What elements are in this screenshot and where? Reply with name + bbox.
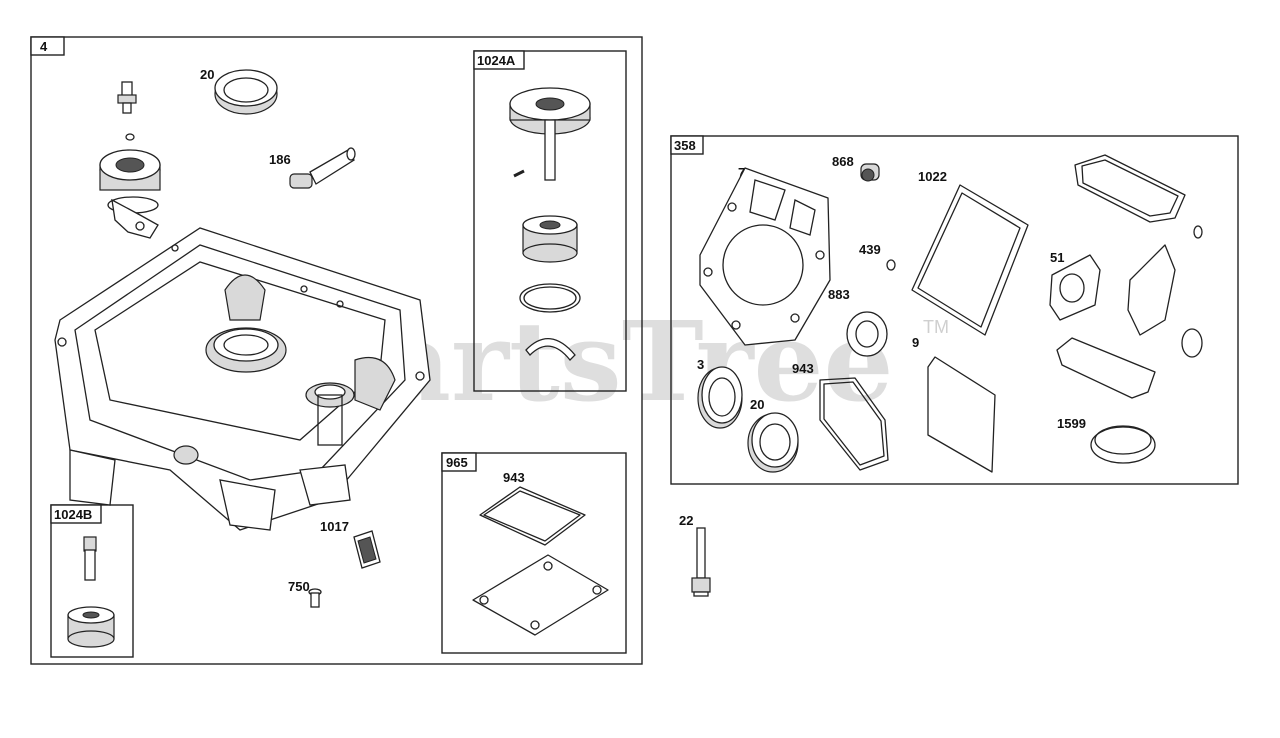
group-358-box: 358 [670,135,1239,485]
callout-1017: 1017 [320,519,349,534]
gasket-51-part [1049,254,1101,321]
gear-housing-part [99,149,161,239]
intake-gasket-part [1127,244,1176,336]
oring-439-part [886,259,896,271]
trademark-symbol: TM [923,317,949,337]
callout-883: 883 [828,287,850,302]
bolt-22-part [691,527,711,597]
head-gasket-7-part [699,167,831,346]
pump-rotor-1024a-part [522,215,578,263]
group-965-label: 965 [446,455,468,470]
dipstick-tube-186-part [289,147,356,189]
group-1024b-label: 1024B [54,507,92,522]
group-1024b-box: 1024B [50,504,134,658]
callout-51: 51 [1050,250,1064,265]
group-1024a-box: 1024A [473,50,627,392]
carb-gasket-part [1056,337,1156,399]
pump-rotor-1024b-part [67,606,115,648]
group-4-box: 4 [30,36,643,665]
callout-1022: 1022 [918,169,947,184]
callout-868: 868 [832,154,854,169]
gasket-943-kit-part [479,486,586,546]
callout-439: 439 [859,242,881,257]
pin-1017-part [353,530,381,569]
callout-943-kit: 943 [503,470,525,485]
oil-seal-20-set-part [747,412,799,473]
pump-ring-1024a-part [519,283,581,313]
group-358-label: 358 [674,138,696,153]
small-bolt-part [117,81,137,141]
crankcase-sump-part [54,227,431,531]
oil-seal-20-part [214,69,278,115]
pump-shaft-1024b-part [83,536,97,581]
screw-750-part [308,588,322,608]
callout-3: 3 [697,357,704,372]
callout-7: 7 [738,165,745,180]
gasket-943-part [819,377,889,471]
callout-186: 186 [269,152,291,167]
round-gasket-part [1181,328,1203,358]
oil-seal-3-part [697,366,743,429]
callout-22: 22 [679,513,693,528]
plug-868-part [860,163,880,182]
callout-9: 9 [912,335,919,350]
small-oring-part [1193,225,1203,239]
gasket-883-part [846,311,888,357]
valve-cover-gasket-1022-part [911,184,1029,336]
gasket-9-part [927,356,996,473]
callout-1599: 1599 [1057,416,1086,431]
group-1024a-label: 1024A [477,53,516,68]
ring-1599-part [1090,425,1156,464]
retaining-clip-1024a-part [525,337,576,361]
callout-750: 750 [288,579,310,594]
pump-gear-1024a-part [509,87,591,181]
callout-20: 20 [750,397,764,412]
group-4-label: 4 [40,39,48,54]
exhaust-gasket-part [1074,154,1186,223]
callout-20-top: 20 [200,67,214,82]
cover-plate-965-part [472,554,609,636]
group-965-box: 965 [441,452,627,654]
callout-943: 943 [792,361,814,376]
